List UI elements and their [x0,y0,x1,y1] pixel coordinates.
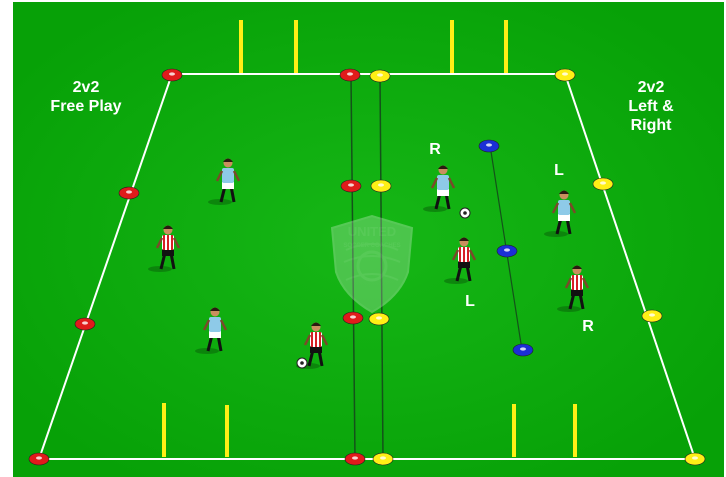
left-title-line1: 2v2 [73,79,100,96]
watermark-text-2: SOCCER COACHES [343,243,400,249]
right-title-line3: Right [631,117,673,134]
soccer-ball-icon [297,358,307,368]
label-l-mid: L [465,293,475,310]
pole [162,403,166,457]
pole [512,404,516,457]
right-title-line1: 2v2 [638,79,665,96]
pole [573,404,577,457]
pole [294,20,298,73]
pole [504,20,508,73]
pole [450,20,454,73]
left-title-line2: Free Play [50,98,121,115]
label-r-top: R [429,141,441,158]
pole [225,405,229,457]
label-r-mid: R [582,318,594,335]
watermark-text-1: UNITED [348,224,396,239]
soccer-ball-icon [460,208,470,218]
right-title-line2: Left & [628,98,674,115]
label-l-top: L [554,162,564,179]
pole [239,20,243,73]
